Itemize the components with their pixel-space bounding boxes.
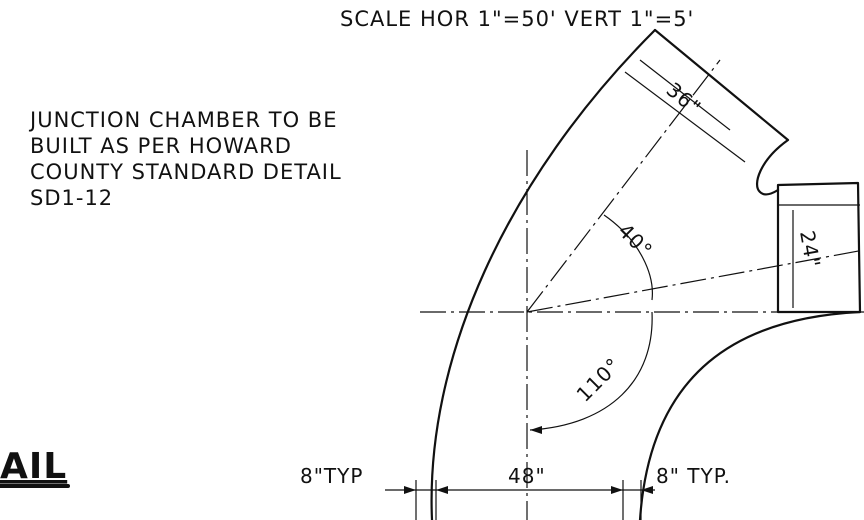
note-line-2: BUILT AS PER HOWARD	[30, 134, 292, 158]
label-width-48: 48"	[508, 464, 546, 488]
scale-note: SCALE HOR 1"=50' VERT 1"=5'	[340, 7, 694, 31]
angle-110-arc	[529, 311, 653, 431]
arrow-48-left	[436, 486, 448, 494]
pipe-36-end-line	[624, 71, 746, 163]
pipe-24-centerline	[526, 249, 864, 313]
label-36-inch: 36"	[662, 77, 706, 120]
label-wall-left: 8"TYP	[300, 464, 363, 488]
angle-40-arc	[603, 214, 653, 301]
label-24-inch: 24"	[795, 229, 825, 270]
arrow-left-wall	[404, 486, 416, 494]
arrow-right-wall	[641, 486, 653, 494]
outer-chamber-wall	[430, 28, 657, 520]
pipe-36-outline	[653, 28, 790, 196]
pipe-36-centerline	[526, 59, 721, 313]
arrow-angle-110	[530, 426, 542, 434]
note-line-4: SD1-12	[30, 186, 113, 210]
detail-title-fragment: AIL	[0, 446, 67, 487]
note-line-3: COUNTY STANDARD DETAIL	[30, 160, 342, 184]
label-wall-right: 8" TYP.	[656, 464, 731, 488]
inner-chamber-wall	[638, 310, 862, 520]
pipe-36-dimension-line	[639, 59, 731, 131]
label-angle-40: 40°	[613, 219, 657, 263]
arrow-48-right	[611, 486, 623, 494]
note-line-1: JUNCTION CHAMBER TO BE	[28, 108, 337, 132]
